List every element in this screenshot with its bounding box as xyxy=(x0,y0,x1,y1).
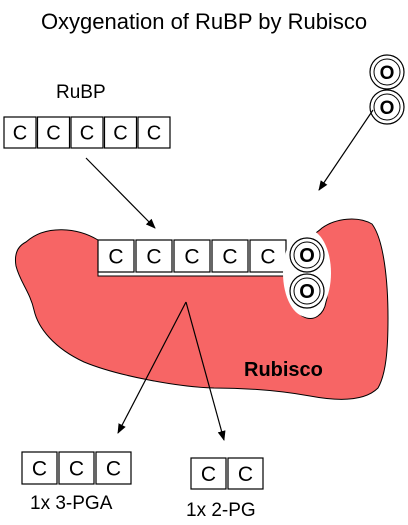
carbon-atom-box xyxy=(21,451,58,485)
carbon-atom-box xyxy=(70,116,104,149)
bound-oxygen-molecule: OO xyxy=(283,229,331,317)
carbon-atom-box xyxy=(227,457,264,490)
arrow-oxygen-to-enzyme xyxy=(318,109,374,191)
oxygen-atom-label: O xyxy=(380,63,395,84)
oxygen-atom-inner-ring xyxy=(293,277,321,305)
carbon-atom-box xyxy=(58,451,95,485)
carbon-atom-box xyxy=(190,457,227,490)
carbon-atom-label: C xyxy=(201,463,216,486)
carbon-atom-box xyxy=(103,116,138,149)
oxygen-atom-inner-ring xyxy=(373,58,401,86)
carbon-atom-label: C xyxy=(260,246,275,269)
carbon-atom-label: C xyxy=(222,246,237,269)
rubisco-enzyme-shape xyxy=(15,218,389,400)
arrow-to-2pg xyxy=(185,301,226,441)
carbon-atom-box xyxy=(135,239,173,273)
carbon-atom-box xyxy=(95,451,132,485)
carbon-atom-label: C xyxy=(32,458,47,481)
carbon-atom-box xyxy=(249,239,287,273)
carbon-atom-box xyxy=(36,116,71,149)
carbon-atom-label: C xyxy=(13,123,27,145)
product-3pga-label: 1x 3-PGA xyxy=(30,493,113,514)
oxygen-atom-inner-ring xyxy=(373,93,401,121)
diagram-title: Oxygenation of RuBP by Rubisco xyxy=(41,9,367,34)
carbon-atom-label: C xyxy=(80,123,94,145)
carbon-atom-label: C xyxy=(113,123,127,145)
oxygen-atom-inner-ring xyxy=(293,241,321,269)
carbon-atom-label: C xyxy=(46,123,60,145)
carbon-atom-label: C xyxy=(238,463,253,486)
product-2pg-label: 1x 2-PG xyxy=(186,500,256,521)
carbon-atom-box xyxy=(3,116,37,149)
carbon-atom-box xyxy=(173,239,211,273)
oxygen-atom-label: O xyxy=(299,281,315,303)
carbon-atom-label: C xyxy=(108,246,123,269)
carbon-atom-box xyxy=(211,239,249,273)
carbon-atom-label: C xyxy=(184,246,199,269)
carbon-atom-label: C xyxy=(146,246,161,269)
carbon-atom-box xyxy=(137,116,171,149)
carbon-atom-box xyxy=(97,239,135,273)
free-oxygen-molecule: OO xyxy=(369,54,405,125)
oxygen-atom-label: O xyxy=(299,245,315,267)
carbon-atom-label: C xyxy=(106,458,121,481)
carbon-atom-label: C xyxy=(147,123,161,145)
oxygen-atom-label: O xyxy=(380,98,395,119)
rubp-label: RuBP xyxy=(56,82,106,103)
rubisco-label: Rubisco xyxy=(244,359,323,381)
carbon-atom-label: C xyxy=(69,458,84,481)
arrow-to-3pga xyxy=(117,301,187,434)
arrow-rubp-to-enzyme xyxy=(85,157,156,229)
